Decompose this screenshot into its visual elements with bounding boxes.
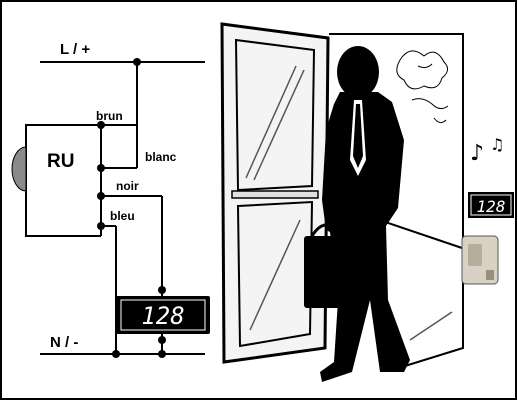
wire-label-black: noir (116, 179, 139, 193)
side-counter-bezel (470, 194, 512, 216)
neutral-label: N / - (50, 334, 78, 351)
junction-dot (158, 336, 166, 344)
junction-dot (133, 58, 141, 66)
junction-dot (112, 350, 120, 358)
sensor-device-icon (461, 235, 499, 285)
arrow-head (330, 203, 344, 212)
side-counter-display (468, 192, 514, 218)
door-glass-lower (236, 200, 314, 348)
man-silhouette-icon (304, 46, 410, 382)
junction-dot (97, 192, 105, 200)
detection-arrow (337, 205, 463, 249)
svg-text:♪: ♪ (470, 141, 484, 166)
junction-dot (158, 286, 166, 294)
wire-label-blue: bleu (110, 209, 135, 223)
junction-dot (97, 121, 105, 129)
counter-value: 128 (141, 302, 184, 330)
wire-label-brown: brun (96, 109, 123, 123)
counter-display (116, 296, 210, 334)
relay-sensor-lens (11, 146, 27, 192)
door-glass-upper (234, 38, 316, 192)
svg-text:♫: ♫ (490, 135, 504, 154)
music-notes-icon: ♪ ♫ (470, 135, 504, 166)
door-push-bar (231, 190, 319, 199)
line-label: L / + (60, 41, 90, 58)
counter-display-bezel (120, 299, 206, 331)
glass-reflections (245, 65, 453, 341)
junction-dots (97, 58, 166, 358)
relay-label: RU (47, 151, 74, 172)
background-sketch (396, 50, 449, 124)
junction-dot (158, 350, 166, 358)
door-frame (329, 33, 464, 371)
side-counter-value: 128 (477, 197, 506, 216)
wire-label-white: blanc (145, 150, 177, 164)
door-illustration (220, 22, 464, 382)
junction-dot (97, 164, 105, 172)
junction-dot (97, 222, 105, 230)
relay-box (25, 124, 101, 237)
